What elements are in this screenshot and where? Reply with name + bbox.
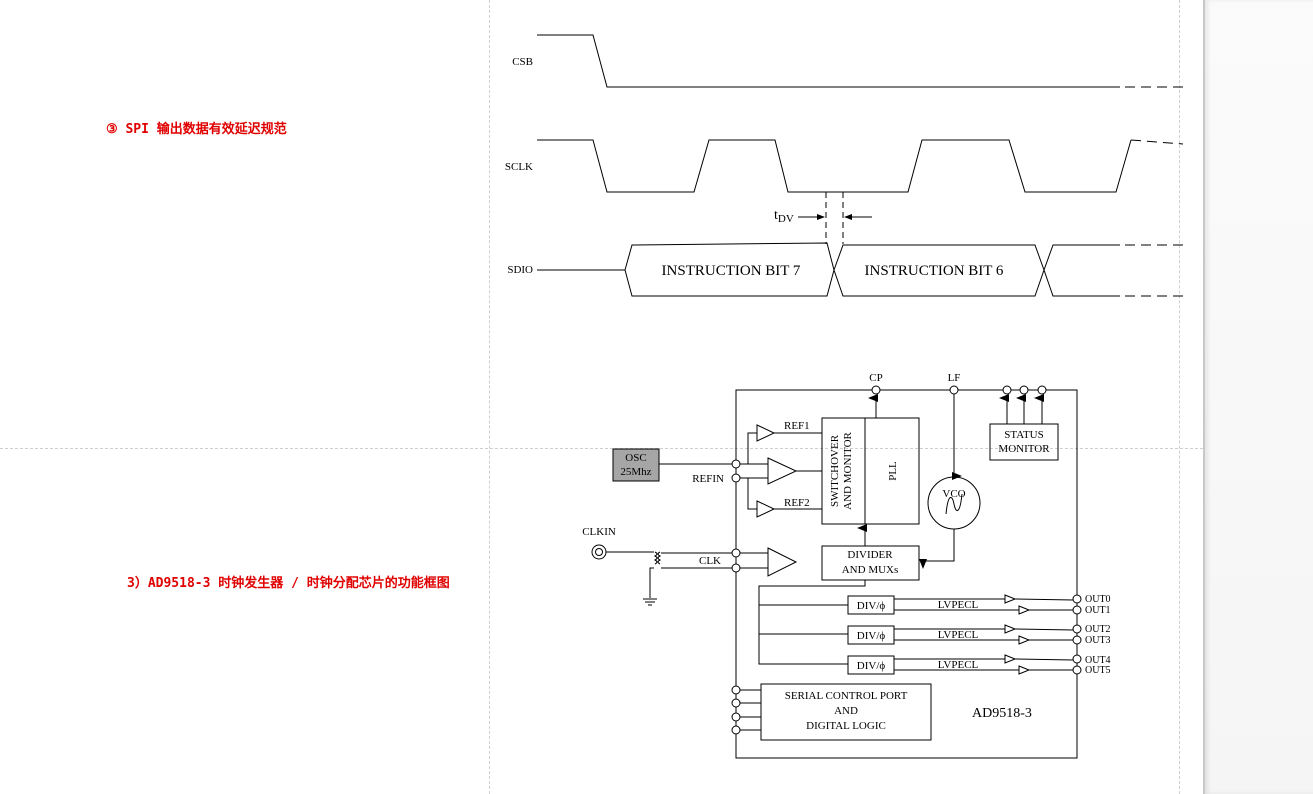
osc-freq-label: 25Mhz — [620, 466, 651, 478]
cp-label: CP — [869, 372, 882, 384]
cp-pin — [872, 386, 880, 394]
and-monitor-label: AND MONITOR — [842, 431, 854, 509]
out3-label: OUT3 — [1085, 635, 1111, 646]
status-pin-2 — [1020, 386, 1028, 394]
out2-pin — [1073, 625, 1081, 633]
output-pair-4-5 — [894, 655, 1073, 674]
osc-label: OSC — [625, 452, 646, 464]
pll-label: PLL — [887, 461, 899, 481]
out1-pin — [1073, 606, 1081, 614]
refin-pin-pos — [732, 460, 740, 468]
div-label-1: DIV/ϕ — [857, 600, 886, 612]
div-label-3: DIV/ϕ — [857, 660, 886, 672]
clk-label: CLK — [699, 555, 721, 567]
lvpecl-label-3: LVPECL — [938, 659, 979, 671]
out0-label: OUT0 — [1085, 594, 1111, 605]
lvpecl-label-1: LVPECL — [938, 599, 979, 611]
ref2-buffer — [757, 501, 774, 517]
ref2-label: REF2 — [784, 497, 810, 509]
vco-label: VCO — [942, 488, 965, 500]
status-pin-3 — [1038, 386, 1046, 394]
lf-pin — [950, 386, 958, 394]
serial-and-label: AND — [834, 705, 858, 717]
refin-buffer — [768, 458, 796, 484]
out0-pin — [1073, 595, 1081, 603]
document-page: ③ SPI 输出数据有效延迟规范 3）AD9518-3 时钟发生器 / 时钟分配… — [0, 0, 1203, 794]
switchover-label: SWITCHOVER — [829, 434, 841, 507]
ad9518-block-diagram: CP LF OSC 25Mhz REFIN REF1 REF2 SWITCHOV… — [0, 0, 1203, 794]
out3-pin — [1073, 636, 1081, 644]
digital-logic-label: DIGITAL LOGIC — [806, 720, 886, 732]
divider-label: DIVIDER — [847, 549, 893, 561]
clkin-connector — [592, 545, 606, 559]
chip-name-label: AD9518-3 — [972, 706, 1032, 721]
lf-label: LF — [948, 372, 961, 384]
clkin-label: CLKIN — [582, 526, 616, 538]
clk-pin-pos — [732, 549, 740, 557]
output-pair-2-3 — [894, 625, 1073, 644]
serial-control-label: SERIAL CONTROL PORT — [785, 690, 908, 702]
out1-label: OUT1 — [1085, 605, 1111, 616]
clk-pin-neg — [732, 564, 740, 572]
monitor-label: MONITOR — [998, 443, 1050, 455]
and-muxs-label: AND MUXs — [842, 564, 899, 576]
ref1-buffer — [757, 425, 774, 441]
refin-pin-neg — [732, 474, 740, 482]
out4-pin — [1073, 655, 1081, 663]
div-label-2: DIV/ϕ — [857, 630, 886, 642]
out5-pin — [1073, 666, 1081, 674]
editor-gutter-background — [1203, 0, 1313, 794]
out2-label: OUT2 — [1085, 624, 1111, 635]
lvpecl-label-2: LVPECL — [938, 629, 979, 641]
status-label: STATUS — [1004, 429, 1043, 441]
transformer-icon — [655, 552, 660, 564]
out5-label: OUT5 — [1085, 665, 1111, 676]
clk-buffer — [768, 548, 796, 576]
refin-label: REFIN — [692, 473, 724, 485]
output-pair-0-1 — [894, 595, 1073, 614]
status-pin-1 — [1003, 386, 1011, 394]
ref1-label: REF1 — [784, 420, 810, 432]
